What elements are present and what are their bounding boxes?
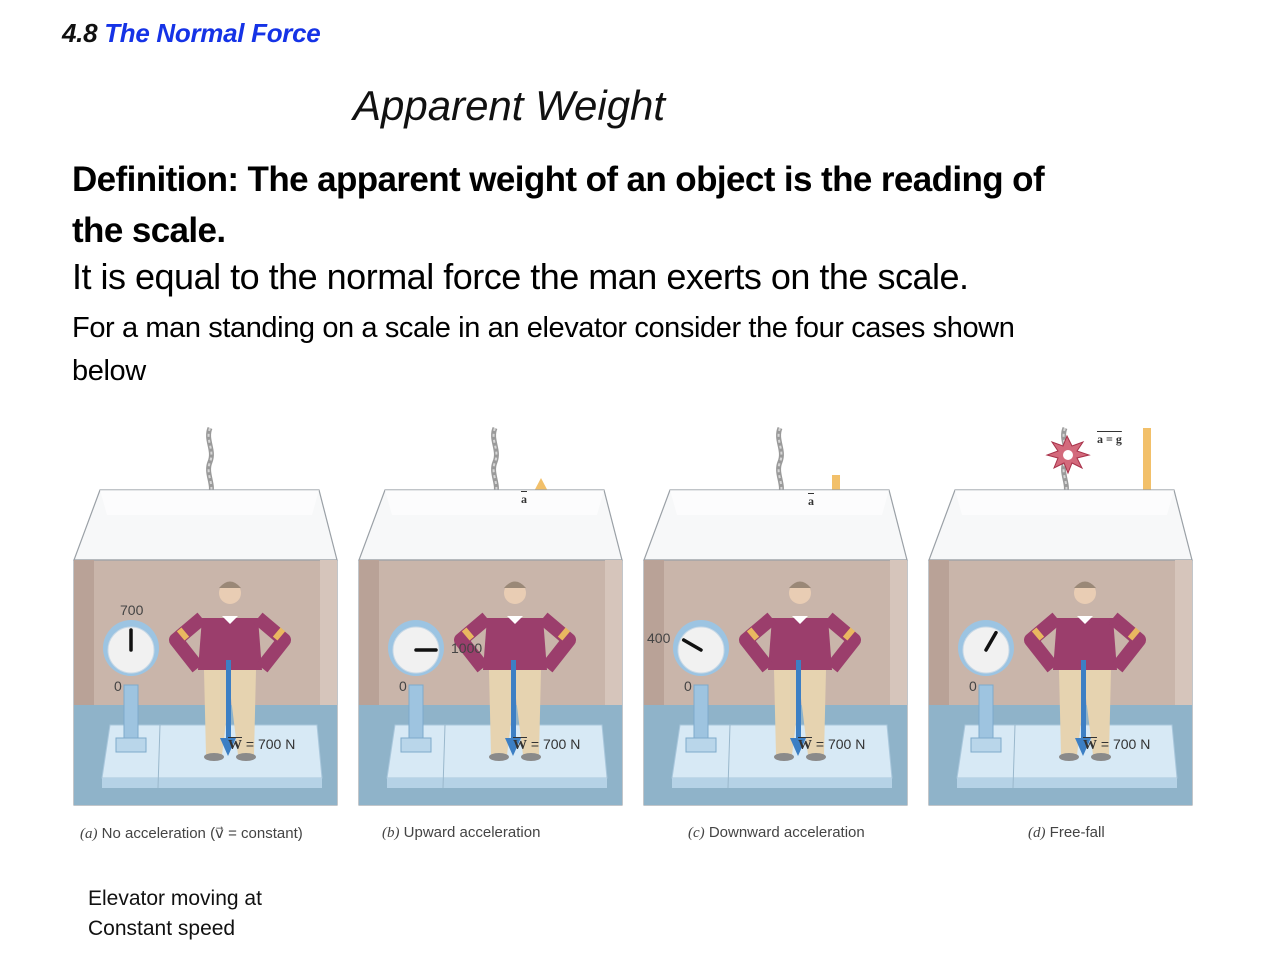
weight-vector-symbol: W — [1083, 738, 1097, 753]
constant-speed-note: Elevator moving at Constant speed — [88, 884, 262, 944]
note-line-1: Elevator moving at — [88, 887, 262, 910]
acceleration-label: a — [521, 492, 527, 506]
weight-label: W = 700 N — [1083, 736, 1150, 754]
elevator-illustration — [73, 427, 338, 806]
acceleration-label: a = g — [1097, 432, 1122, 446]
scale-reading-label: 700 — [120, 602, 144, 618]
panel-caption-a: (a) No acceleration (v⃗ = constant) — [80, 824, 303, 843]
panel-caption-text: Downward acceleration — [708, 824, 865, 841]
scale-zero-label: 0 — [114, 678, 122, 694]
weight-label: W = 700 N — [513, 736, 580, 754]
weight-value: = 700 N — [527, 736, 581, 752]
panel-caption-text: Upward acceleration — [403, 824, 541, 841]
slide-title: Apparent Weight — [353, 82, 666, 129]
man-figure-icon — [454, 581, 576, 761]
elevator-panel-d: 0 W = 700 N a = g — [927, 420, 1197, 810]
elevator-illustration — [928, 427, 1193, 806]
weight-arrow-icon — [1075, 660, 1091, 756]
panel-caption-text: No acceleration (v⃗ = constant) — [101, 825, 303, 842]
section-number: 4.8 — [62, 18, 98, 48]
man-figure-icon — [169, 581, 291, 761]
weight-arrow-icon — [220, 660, 236, 756]
weight-arrow-icon — [790, 660, 806, 756]
elevator-illustration — [358, 427, 623, 806]
panel-letter: (d) — [1028, 825, 1046, 841]
elevator-illustration — [643, 427, 908, 806]
elevator-panel-a: 700 0 W = 700 N — [72, 420, 342, 810]
acceleration-label: a — [808, 494, 814, 508]
scale-icon — [103, 620, 159, 753]
weight-vector-symbol: W — [513, 738, 527, 753]
elevator-panel-c: 400 0 W = 700 N a — [642, 420, 912, 810]
scale-zero-label: 0 — [399, 678, 407, 694]
panel-caption-d: (d) Free-fall — [1028, 824, 1105, 842]
normal-force-statement: It is equal to the normal force the man … — [72, 256, 969, 297]
scale-zero-label: 0 — [969, 678, 977, 694]
elevator-panel-b: 1000 0 W = 700 N a — [357, 420, 627, 810]
cases-intro: For a man standing on a scale in an elev… — [72, 312, 1015, 387]
scale-reading-label: 1000 — [451, 640, 483, 656]
scale-reading-label: 400 — [647, 630, 671, 646]
scale-zero-label: 0 — [684, 678, 692, 694]
weight-value: = 700 N — [242, 736, 296, 752]
weight-label: W = 700 N — [798, 736, 865, 754]
weight-value: = 700 N — [812, 736, 866, 752]
section-heading: 4.8 The Normal Force — [62, 18, 321, 49]
panel-caption-c: (c) Downward acceleration — [688, 824, 865, 842]
rope-break-burst-icon — [1045, 434, 1091, 475]
scale-icon — [673, 620, 729, 753]
weight-vector-symbol: W — [228, 738, 242, 753]
weight-vector-symbol: W — [798, 738, 812, 753]
definition-text: Definition: The apparent weight of an ob… — [72, 160, 1045, 250]
note-line-2: Constant speed — [88, 917, 236, 940]
scale-icon — [958, 620, 1014, 753]
weight-label: W = 700 N — [228, 736, 295, 754]
panel-letter: (c) — [688, 825, 705, 841]
section-title: The Normal Force — [104, 18, 321, 48]
weight-value: = 700 N — [1097, 736, 1151, 752]
panel-caption-text: Free-fall — [1049, 824, 1105, 841]
scale-icon — [388, 620, 444, 753]
man-figure-icon — [739, 581, 861, 761]
panel-letter: (a) — [80, 826, 98, 842]
man-figure-icon — [1024, 581, 1146, 761]
weight-arrow-icon — [505, 660, 521, 756]
panel-caption-b: (b) Upward acceleration — [382, 824, 540, 842]
panel-letter: (b) — [382, 825, 400, 841]
